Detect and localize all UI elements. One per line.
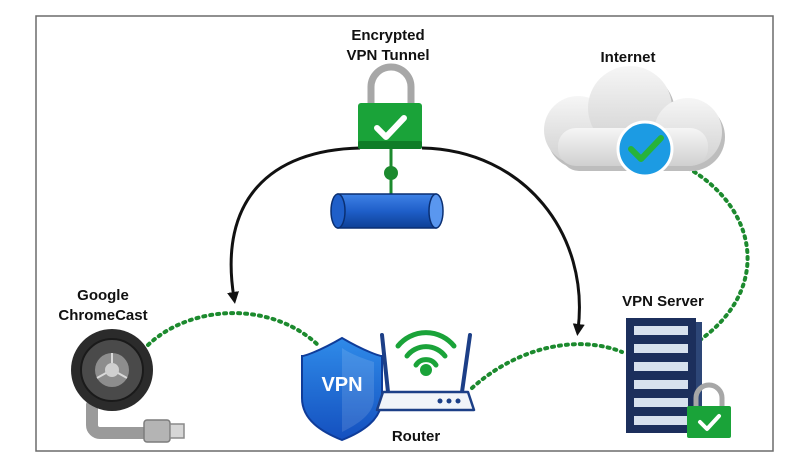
server-lock-icon [687, 382, 731, 438]
internet-to-server-link [686, 166, 750, 342]
tunnel-to-chromecast-arrow [227, 146, 361, 304]
internet-label: Internet [600, 49, 655, 66]
padlock-icon [358, 63, 422, 149]
tunnel-node [384, 166, 398, 180]
cloud-check-icon [544, 66, 725, 178]
tunnel-label: Encrypted VPN Tunnel [346, 27, 429, 64]
pipe-icon [330, 193, 444, 229]
router-label: Router [392, 428, 440, 445]
tunnel-label-line1: Encrypted [351, 27, 424, 44]
vpn-badge-label: VPN [321, 374, 362, 396]
wifi-router-icon [375, 330, 476, 412]
chromecast-icon [71, 329, 185, 443]
router-to-server-link [470, 342, 624, 390]
tunnel-to-server-arrow [421, 146, 585, 336]
shield-icon: VPN [301, 336, 383, 442]
chromecast-label-line1: Google [77, 287, 129, 304]
chromecast-to-vpn-link [146, 311, 320, 347]
server-rack-icon [626, 318, 702, 433]
chromecast-label-line2: ChromeCast [58, 307, 147, 324]
server-label: VPN Server [622, 293, 704, 310]
chromecast-label: Google ChromeCast [58, 287, 147, 324]
tunnel-label-line2: VPN Tunnel [346, 47, 429, 64]
